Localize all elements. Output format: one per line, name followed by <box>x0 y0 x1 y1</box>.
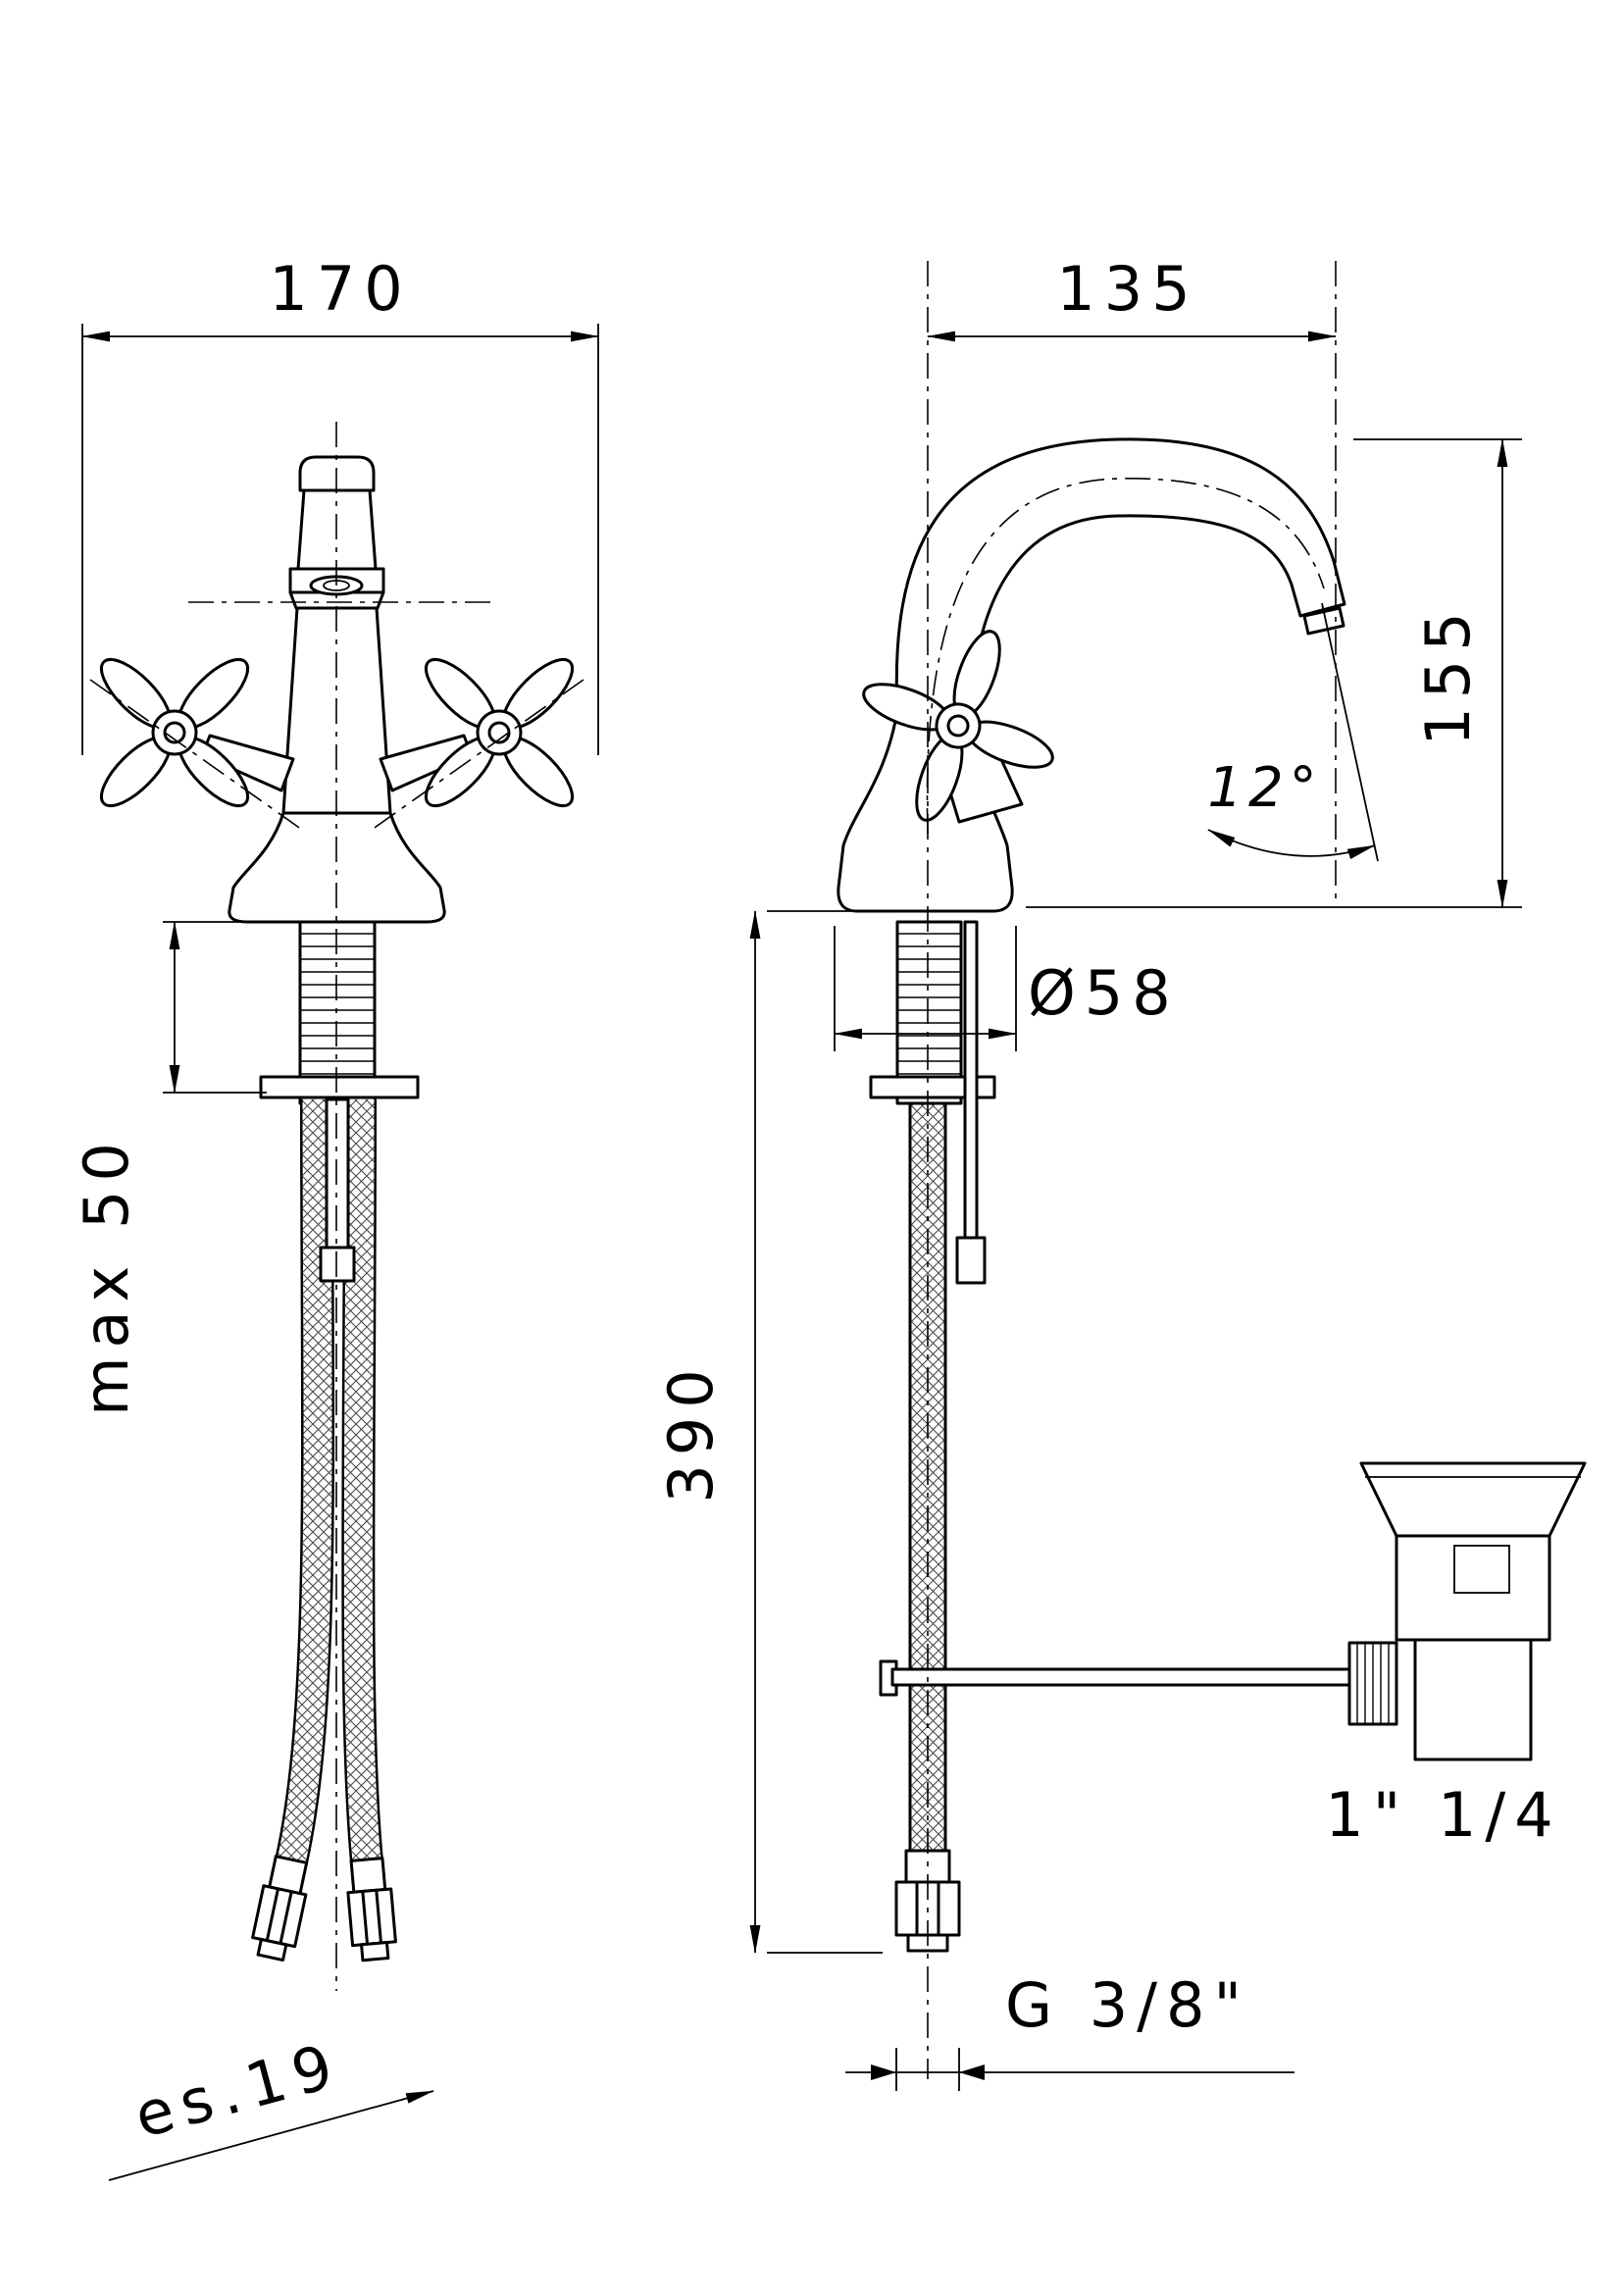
hose-right-braid <box>343 1098 381 1863</box>
dim-170-label: 170 <box>269 253 411 325</box>
front-mounting-washer <box>259 1075 420 1099</box>
front-threaded-shank <box>298 920 377 1105</box>
dim-waste-size: 1" 1/4 <box>1325 1779 1561 1851</box>
dim-max50: max 50 <box>71 921 294 1416</box>
front-center-stud <box>325 1097 350 1250</box>
dim-170: 170 <box>81 253 599 755</box>
hose-left-braid <box>277 1098 332 1865</box>
waste-flange <box>1359 1461 1587 1538</box>
dim-135-label: 135 <box>1056 253 1198 325</box>
front-shank-thread-lines <box>300 933 375 1088</box>
side-view <box>828 261 1587 2079</box>
front-left-handle-axis <box>89 679 303 831</box>
arrowhead <box>959 2065 985 2080</box>
leader-line <box>108 2090 434 2181</box>
popup-horizontal-rod <box>890 1667 1353 1687</box>
front-stud-nut <box>319 1246 356 1283</box>
side-lift-rod-end <box>955 1236 987 1285</box>
dim-g38: G 3/8" <box>845 1969 1294 2091</box>
dim-135: 135 <box>927 253 1337 342</box>
waste-slot <box>1453 1545 1510 1594</box>
dim-155: 155 <box>1026 438 1522 908</box>
side-body <box>828 437 1346 913</box>
angle-arc <box>1207 829 1376 859</box>
dim-390: 390 <box>655 910 896 1954</box>
angle-reference-line <box>1321 602 1379 862</box>
dim-angle-label: 12° <box>1207 756 1322 820</box>
front-view <box>31 422 642 1991</box>
side-spout-aerator <box>1302 606 1345 636</box>
front-base-bell <box>228 811 446 924</box>
waste-knurl-lines <box>1356 1643 1390 1724</box>
front-hoses <box>247 1098 399 1963</box>
waste-lower-body <box>1413 1638 1533 1761</box>
dim-g38-label: G 3/8" <box>1005 1969 1250 2041</box>
arrowhead <box>871 2065 896 2080</box>
waste-assembly <box>1347 1461 1587 1761</box>
waste-upper-body <box>1395 1534 1551 1642</box>
dim-58: Ø58 <box>834 926 1180 1051</box>
side-spout <box>894 437 1346 713</box>
front-right-handle-axis <box>371 679 584 831</box>
spout-curve-centerline <box>926 478 1325 835</box>
side-lift-rod <box>963 920 979 1248</box>
dim-58-label: Ø58 <box>1028 957 1180 1029</box>
side-threaded-shank <box>895 920 963 1105</box>
dim-12deg: 12° <box>1207 602 1379 862</box>
dim-155-label: 155 <box>1412 603 1484 745</box>
waste-size-label: 1" 1/4 <box>1325 1779 1561 1851</box>
dim-max50-label: max 50 <box>71 1134 142 1416</box>
dim-390-label: 390 <box>655 1360 727 1503</box>
